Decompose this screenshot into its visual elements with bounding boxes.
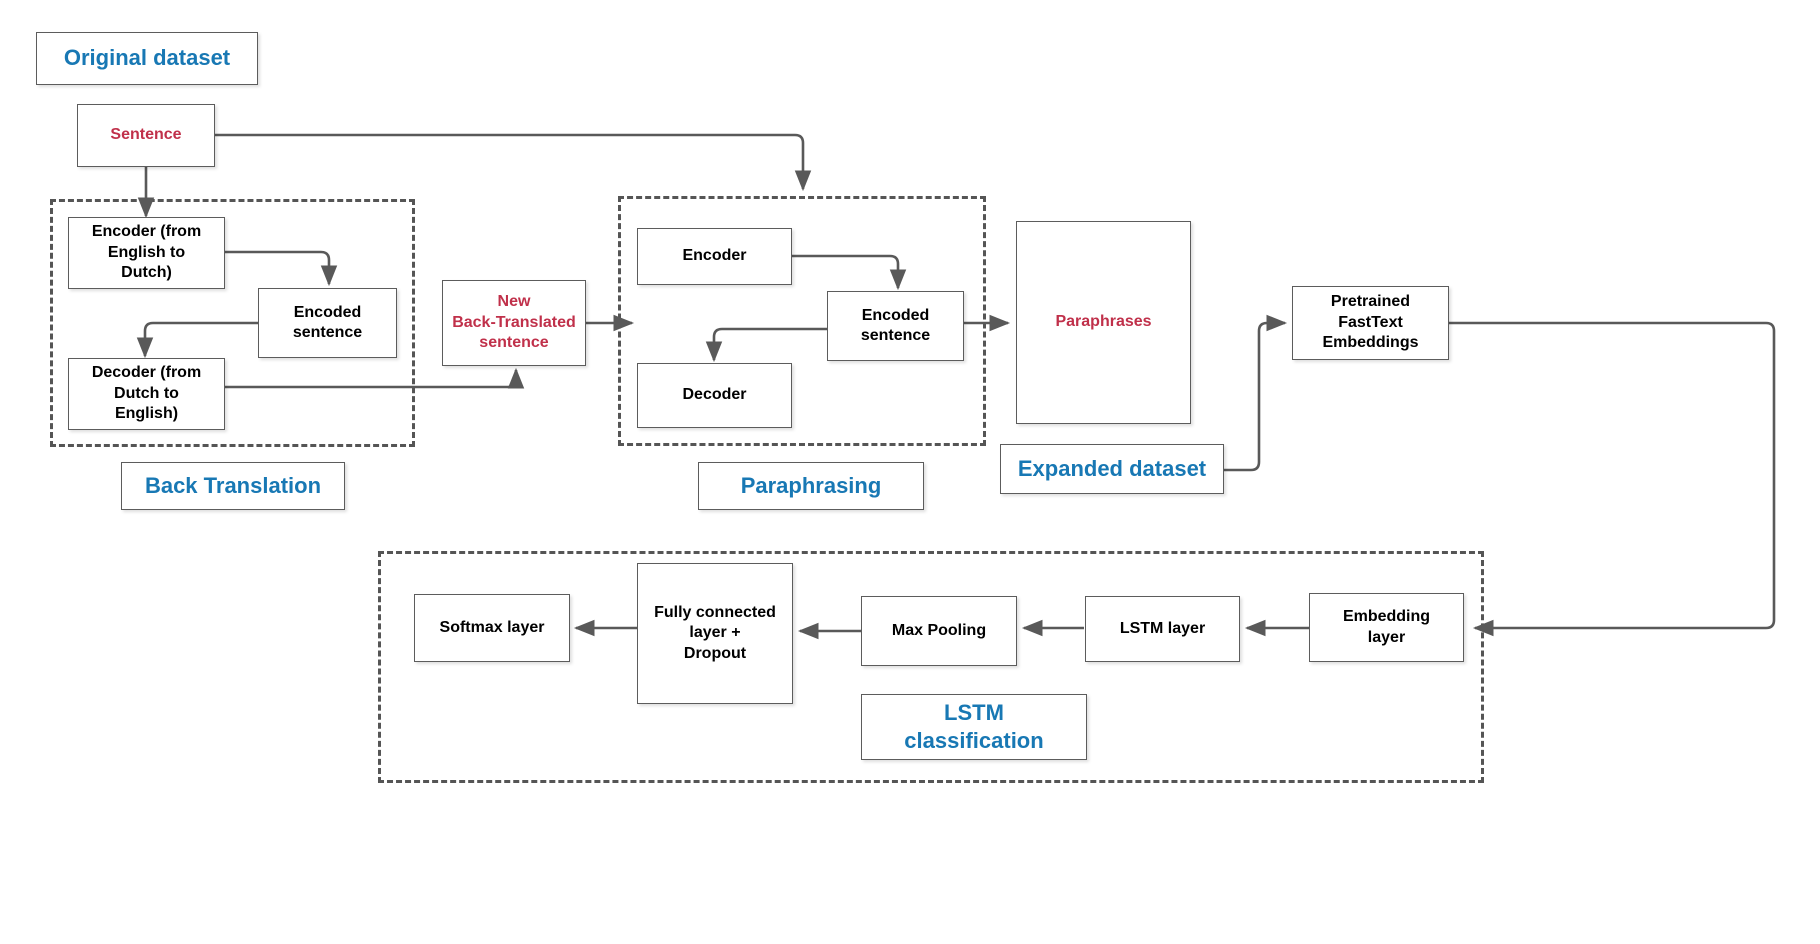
node-sentence: Sentence xyxy=(77,104,215,167)
node-pretrained-fasttext-embeddings: Pretrained FastText Embeddings xyxy=(1292,286,1449,360)
node-fasttext-line-2: FastText xyxy=(1338,313,1403,331)
node-fc-line-3: Dropout xyxy=(683,644,747,662)
node-softmax-layer: Softmax layer xyxy=(414,594,570,662)
node-fc-line-2: layer + xyxy=(689,624,741,642)
node-embedding-layer: Embedding layer xyxy=(1309,593,1464,662)
node-pp-decoder: Decoder xyxy=(637,363,792,428)
label-original-dataset: Original dataset xyxy=(36,32,258,85)
node-paraphrases: Paraphrases xyxy=(1016,221,1191,424)
group-back-translation xyxy=(50,199,415,447)
wire-sentence-to-paraphrasing xyxy=(215,133,812,192)
node-embedding-line-2: layer xyxy=(1367,628,1406,646)
node-bt-encoder-line-2: English to xyxy=(107,243,186,261)
node-pp-encoder: Encoder xyxy=(637,228,792,285)
label-lstm-classification: LSTM classification xyxy=(861,694,1087,760)
node-lstm-layer: LSTM layer xyxy=(1085,596,1240,662)
node-fasttext-line-3: Embeddings xyxy=(1322,334,1419,352)
label-lstm-line-1: LSTM xyxy=(944,699,1004,725)
node-pp-encoded-line-2: sentence xyxy=(860,327,931,344)
node-bt-decoder-line-1: Decoder (from xyxy=(91,364,202,382)
node-fc-line-1: Fully connected xyxy=(654,603,776,621)
node-bt-encoded-line-2: sentence xyxy=(292,324,363,341)
node-new-sentence-line-3: sentence xyxy=(479,334,549,352)
node-fasttext-line-1: Pretrained xyxy=(1330,293,1411,311)
node-bt-decoder-line-3: English) xyxy=(114,405,179,423)
node-new-sentence-line-2: Back-Translated xyxy=(452,313,576,331)
node-bt-encoder-line-1: Encoder (from xyxy=(91,223,202,241)
node-bt-encoder: Encoder (from English to Dutch) xyxy=(68,217,225,289)
node-new-back-translated-sentence: New Back-Translated sentence xyxy=(442,280,586,366)
group-lstm-classification xyxy=(378,551,1484,783)
label-expanded-dataset: Expanded dataset xyxy=(1000,444,1224,494)
node-max-pooling: Max Pooling xyxy=(861,596,1017,666)
node-embedding-line-1: Embedding xyxy=(1342,608,1431,626)
node-bt-encoder-line-3: Dutch) xyxy=(121,264,172,282)
node-bt-encoded-line-1: Encoded xyxy=(293,303,362,321)
label-lstm-line-2: classification xyxy=(904,728,1044,753)
node-pp-encoded-line-1: Encoded xyxy=(861,306,930,324)
wire-expanded-dataset-to-fasttext xyxy=(1224,314,1288,472)
node-bt-encoded-sentence: Encoded sentence xyxy=(258,288,397,358)
label-paraphrasing: Paraphrasing xyxy=(698,462,924,510)
node-bt-decoder: Decoder (from Dutch to English) xyxy=(68,358,225,430)
node-new-sentence-line-1: New xyxy=(497,293,531,311)
label-back-translation: Back Translation xyxy=(121,462,345,510)
node-fully-connected-dropout: Fully connected layer + Dropout xyxy=(637,563,793,704)
node-pp-encoded-sentence: Encoded sentence xyxy=(827,291,964,361)
wire-fasttext-to-embedding-layer xyxy=(1449,321,1776,637)
node-bt-decoder-line-2: Dutch to xyxy=(114,384,179,402)
